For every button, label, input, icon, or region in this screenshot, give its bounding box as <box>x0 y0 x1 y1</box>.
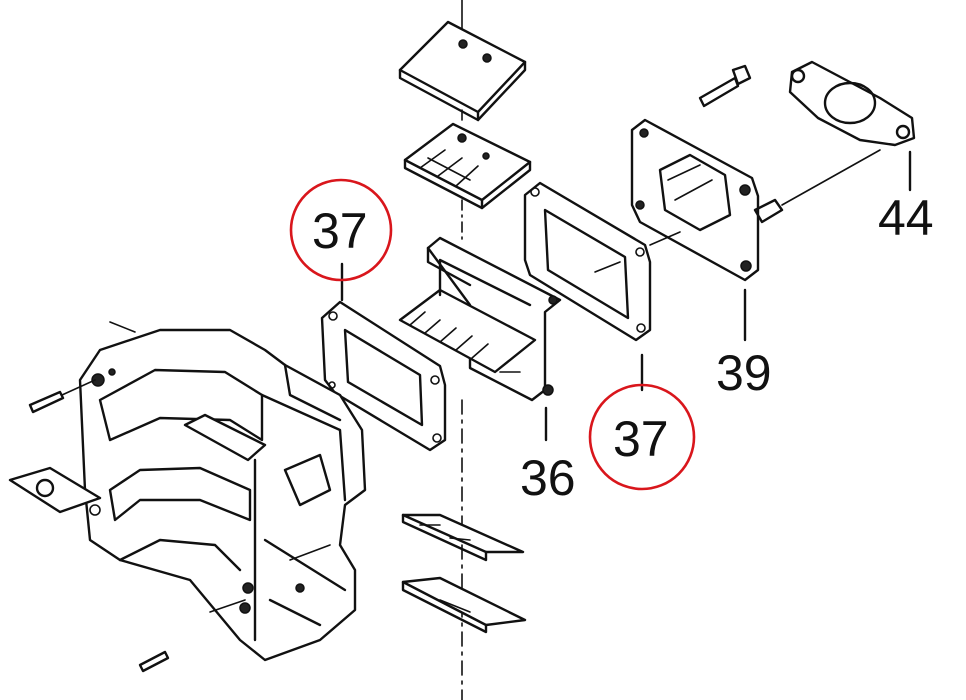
reed-block <box>398 236 562 402</box>
gasket-right <box>523 181 652 342</box>
callout-39: 39 <box>716 345 772 401</box>
callout-37-right: 37 <box>613 411 669 467</box>
callout-44: 44 <box>878 190 934 246</box>
pins <box>28 379 170 673</box>
gasket-left <box>320 300 447 452</box>
callout-circle-37-right <box>588 383 696 491</box>
callout-37-left: 37 <box>312 203 368 259</box>
crankcase <box>8 321 367 662</box>
reed-petals <box>403 122 532 210</box>
flange <box>788 60 916 147</box>
intake-adaptor <box>630 118 881 282</box>
lower-reed-stops <box>401 513 527 634</box>
callout-36: 36 <box>520 450 576 506</box>
top-reed-plate <box>398 20 527 122</box>
bolt <box>698 64 752 108</box>
callout-circle-37-left <box>289 178 393 282</box>
